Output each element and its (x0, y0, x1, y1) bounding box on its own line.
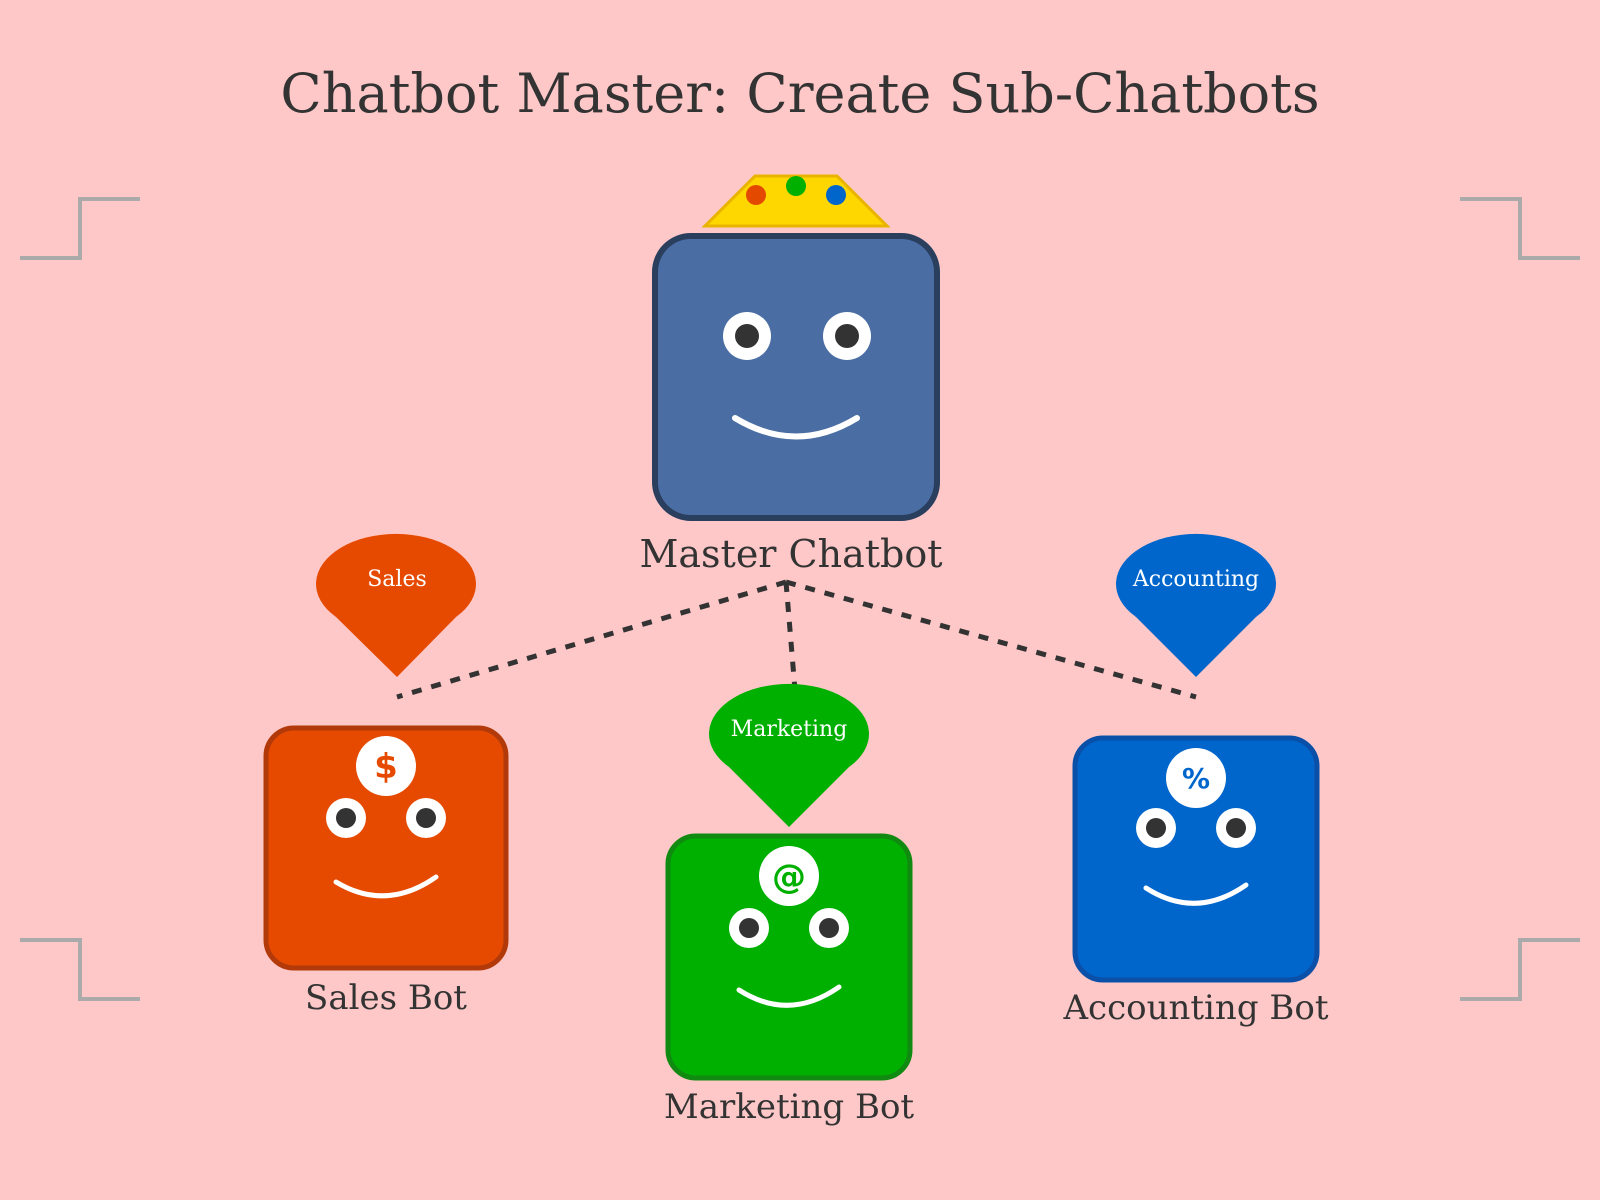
master-pupil-left (735, 324, 759, 348)
crown-gem-red (746, 185, 766, 205)
marketing-bubble-label: Marketing (731, 717, 848, 742)
marketing-bot-face (665, 833, 913, 1081)
accounting-pupil-right (1226, 818, 1246, 838)
master-pupil-right (835, 324, 859, 348)
corner-mark-top-right (1460, 197, 1580, 260)
accounting-bot-face (1072, 735, 1320, 983)
sales-pupil-left (336, 808, 356, 828)
corner-mark-bottom-right (1460, 938, 1580, 1001)
sales-bot-label: Sales Bot (305, 978, 467, 1018)
at-sign-icon-badge (759, 846, 819, 906)
sales-bot[interactable]: Sales $ Sales Bot (263, 533, 509, 1018)
marketing-pupil-left (739, 918, 759, 938)
master-smile (732, 415, 860, 440)
at-sign-icon: @ (772, 857, 806, 897)
master-chatbot-face (652, 233, 940, 521)
marketing-pupil-right (819, 918, 839, 938)
marketing-bot-label: Marketing Bot (664, 1087, 915, 1127)
connectors (396, 579, 1197, 700)
marketing-bubble (709, 683, 869, 827)
accounting-pupil-left (1146, 818, 1166, 838)
sales-smile (333, 874, 439, 899)
sales-bot-face (263, 725, 509, 971)
diagram-title: Chatbot Master: Create Sub-Chatbots (280, 62, 1319, 125)
corner-frame-marks (20, 197, 1580, 1001)
master-chatbot-label: Master Chatbot (639, 532, 942, 576)
accounting-smile (1143, 882, 1249, 906)
percent-icon: % (1182, 762, 1210, 795)
marketing-bot[interactable]: Marketing @ Marketing Bot (664, 683, 915, 1127)
corner-mark-bottom-left (20, 938, 140, 1001)
sales-bubble-label: Sales (367, 567, 427, 592)
accounting-bot-label: Accounting Bot (1062, 988, 1328, 1028)
crown-gem-blue (826, 185, 846, 205)
sales-pupil-right (416, 808, 436, 828)
master-chatbot[interactable]: Master Chatbot (639, 174, 943, 576)
connector-to-sales (396, 579, 787, 700)
sales-bubble (316, 533, 476, 677)
accounting-bubble-label: Accounting (1132, 567, 1259, 592)
dollar-icon-badge (356, 736, 416, 796)
percent-icon-badge (1166, 748, 1226, 808)
crown-gem-green (786, 176, 806, 196)
dollar-icon: $ (374, 747, 398, 787)
accounting-bubble (1116, 533, 1276, 677)
corner-mark-top-left (20, 197, 140, 260)
accounting-bot[interactable]: Accounting % Accounting Bot (1062, 533, 1329, 1028)
marketing-smile (736, 984, 842, 1008)
